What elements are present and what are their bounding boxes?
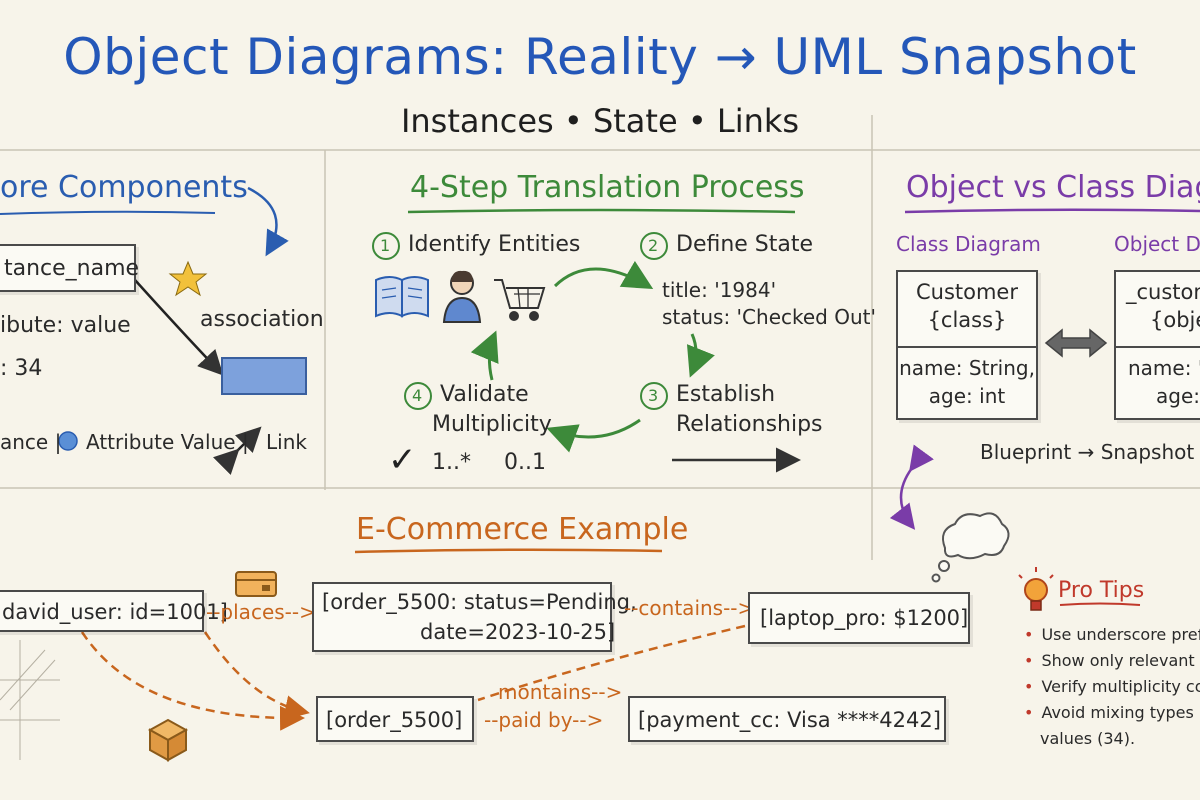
step4-number: 4 — [412, 386, 423, 405]
object-attr-name: name: 'D — [1128, 356, 1200, 380]
lightbulb-icon — [1018, 567, 1054, 611]
step3-circle — [640, 382, 668, 410]
person-icon — [442, 270, 482, 323]
tips-list: Use underscore prefix f Show only releva… — [1024, 622, 1200, 752]
step2-circle — [640, 232, 668, 260]
user-to-order-arrow-2 — [203, 631, 310, 720]
user-to-order-arrow — [80, 631, 305, 731]
core-curved-arrow — [247, 186, 289, 257]
step1-label: Identify Entities — [408, 232, 581, 257]
montains-label: montains--> — [498, 680, 623, 704]
translation-title: 4-Step Translation Process — [410, 170, 805, 205]
step3-label-line1: Establish — [676, 382, 776, 407]
comparison-title-underline — [904, 208, 1200, 214]
object-attr-age: age: — [1156, 384, 1200, 408]
arrow-step1-to-step2 — [553, 260, 654, 290]
blueprint-snapshot-label: Blueprint → Snapshot — [980, 440, 1195, 464]
step3-number: 3 — [648, 386, 659, 405]
step1-number: 1 — [380, 236, 391, 255]
double-arrow-icon — [1044, 328, 1108, 358]
tip-item: Verify multiplicity cons — [1024, 674, 1200, 700]
tip-item: Show only relevant att — [1024, 648, 1200, 674]
places-label: --places--> — [206, 600, 316, 624]
ecommerce-title: E-Commerce Example — [356, 512, 689, 547]
legend-link: Link — [266, 430, 307, 454]
attribute-label: ibute: value — [0, 313, 131, 338]
thought-cloud-icon — [931, 512, 1010, 583]
step2-label: Define State — [676, 232, 814, 257]
tip-item: Avoid mixing types (int — [1024, 700, 1200, 726]
payment-box: [payment_cc: Visa ****4242] — [628, 696, 946, 742]
sketch-decoration — [0, 640, 60, 760]
link-icon — [213, 426, 262, 475]
legend-attribute-value: Attribute Value | — [86, 430, 249, 454]
paid-by-label: --paid by--> — [484, 708, 604, 732]
translation-title-underline — [407, 208, 796, 214]
class-name: Customer — [915, 280, 1018, 304]
class-stereotype: {class} — [927, 308, 1007, 332]
association-label: association — [200, 307, 324, 332]
object-diagram-label: Object D — [1114, 232, 1200, 256]
arrow-step2-to-step3 — [686, 333, 715, 378]
order-short-text: [order_5500] — [326, 708, 463, 732]
state-status: status: 'Checked Out' — [662, 305, 876, 329]
tip-item: Use underscore prefix f — [1024, 622, 1200, 648]
check-icon: ✓ — [388, 440, 417, 480]
ecommerce-title-underline — [354, 548, 663, 554]
book-icon — [375, 276, 429, 318]
laptop-to-order-arrow — [477, 624, 746, 702]
arrow-step3-to-step4 — [546, 418, 641, 453]
instance-rect — [221, 357, 307, 395]
order-box: [order_5500: status=Pending, date=2023-1… — [312, 582, 637, 652]
instance-name: tance_name — [4, 256, 140, 281]
step1-circle — [372, 232, 400, 260]
cart-icon — [494, 279, 546, 321]
package-icon — [147, 718, 189, 762]
user-box-text: david_user: id=1001] — [2, 600, 228, 624]
state-title: title: '1984' — [662, 278, 777, 302]
class-attr-age: age: int — [928, 384, 1006, 408]
object-name: _custom — [1126, 280, 1200, 304]
instance-box: tance_name — [0, 244, 140, 292]
multiplicity-b: 0..1 — [504, 450, 546, 475]
core-title-underline — [0, 210, 216, 215]
class-diagram-label: Class Diagram — [896, 232, 1041, 256]
page-subtitle: Instances • State • Links — [400, 102, 800, 140]
step3-label-line2: Relationships — [676, 412, 823, 437]
class-attr-name: name: String, — [899, 356, 1035, 380]
step4-circle — [404, 382, 432, 410]
order-line1: [order_5500: status=Pending, — [322, 590, 637, 614]
tip-item-continuation: values (34). — [1040, 729, 1136, 748]
tips-title-underline — [1059, 602, 1141, 606]
association-arrow — [134, 279, 224, 376]
arrow-step4-to-step1 — [470, 330, 499, 381]
star-icon — [168, 260, 208, 297]
order-short-box: [order_5500] — [316, 696, 474, 742]
credit-card-icon — [235, 571, 277, 597]
order-line2: date=2023-10-25] — [420, 620, 616, 644]
object-stereotype: {obje — [1150, 308, 1200, 332]
object-box: _custom {obje name: 'D age: — [1114, 270, 1200, 420]
user-box: david_user: id=1001] — [0, 590, 228, 632]
multiplicity-a: 1..* — [432, 450, 471, 475]
comparison-title: Object vs Class Diagr — [906, 170, 1200, 205]
payment-box-text: [payment_cc: Visa ****4242] — [638, 708, 941, 732]
step4-label-line1: Validate — [440, 382, 529, 407]
laptop-box: [laptop_pro: $1200] — [748, 592, 970, 644]
step2-number: 2 — [648, 236, 659, 255]
attribute-dot-icon — [58, 431, 78, 451]
legend-instance: ance | — [0, 430, 62, 454]
purple-curve-arrow — [889, 444, 934, 530]
laptop-box-text: [laptop_pro: $1200] — [760, 606, 969, 630]
contains-label: --contains--> — [624, 596, 755, 620]
core-components-title: ore Components — [0, 170, 248, 205]
tips-title: Pro Tips — [1058, 578, 1145, 603]
section-dividers — [0, 115, 1200, 560]
step4-label-line2: Multiplicity — [432, 412, 552, 437]
value-label: : 34 — [0, 356, 43, 381]
class-box: Customer {class} name: String, age: int — [896, 270, 1038, 420]
page-title: Object Diagrams: Reality → UML Snapshot — [63, 28, 1137, 86]
